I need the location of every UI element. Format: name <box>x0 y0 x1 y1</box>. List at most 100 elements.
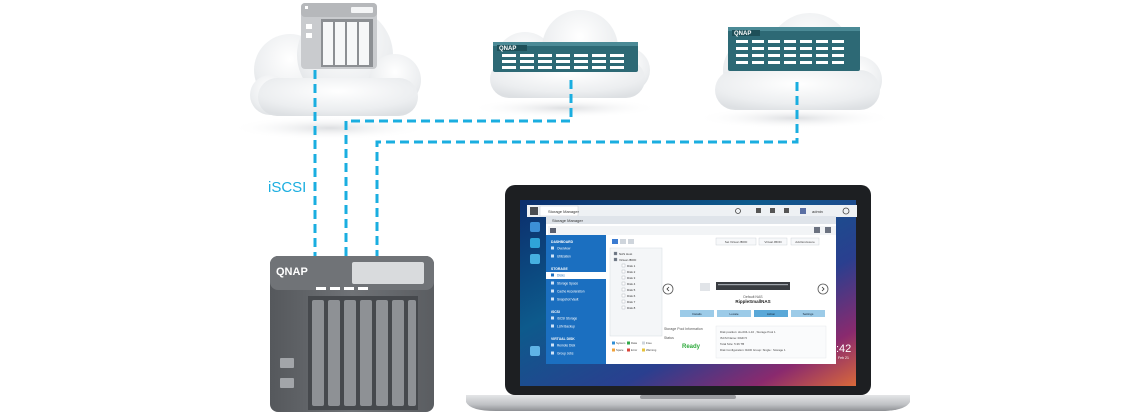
device-tab-label: Locate <box>729 312 738 316</box>
legend-item: Data <box>631 341 637 345</box>
sidebar-item[interactable]: Utilization <box>557 255 571 259</box>
help-icon[interactable] <box>825 227 831 233</box>
legend-item: Error <box>631 348 637 352</box>
sidebar-item[interactable]: Snapshot Vault <box>557 298 578 302</box>
next-arrow[interactable] <box>817 283 829 295</box>
tree-item[interactable]: Disk 4 <box>627 282 636 286</box>
sidebar-item[interactable]: iSCSI Storage <box>557 317 577 321</box>
view-toggle[interactable] <box>628 239 634 244</box>
status-value: Ready <box>682 344 701 350</box>
toolbar-button[interactable] <box>758 237 788 246</box>
notification-icon <box>770 208 775 213</box>
tree-item-icon <box>613 257 618 262</box>
tree-item[interactable]: Disk 1 <box>627 264 636 268</box>
clock-icon <box>842 207 850 215</box>
sidebar-item[interactable]: LUN Backup <box>557 325 575 329</box>
tree-item-icon <box>621 299 626 304</box>
laptop-base <box>466 395 910 411</box>
sidebar-item-icon <box>551 324 554 328</box>
device-tab-label: Settings <box>803 312 814 316</box>
legend-item: Warning <box>646 348 657 352</box>
rack-device-image <box>716 282 790 290</box>
admin-label: admin <box>812 209 823 214</box>
sidebar-item[interactable]: Disks <box>557 274 565 278</box>
sidebar-item-icon <box>551 297 554 301</box>
tree-item-icon <box>621 275 626 280</box>
tree-item[interactable]: Virtual JBOD <box>619 258 637 262</box>
legend-swatch <box>612 348 615 352</box>
sidebar-item-icon <box>551 343 554 347</box>
sidebar-item[interactable]: Remote Disk <box>557 344 576 348</box>
desktop-app-icon <box>530 222 540 232</box>
search-icon <box>735 208 741 214</box>
sidebar-item[interactable]: Group Jobs <box>557 352 574 356</box>
detail-line: Disk position: sls-004-1-10 , Storage Po… <box>720 330 776 334</box>
prev-arrow[interactable] <box>662 283 674 295</box>
tree-item[interactable]: NAS Host <box>619 252 632 256</box>
sidebar-section-title: VIRTUAL DISK <box>551 337 575 341</box>
clock-date: Feb 21 <box>838 356 849 360</box>
avatar <box>800 208 806 214</box>
device-label: Default NAS <box>743 295 763 299</box>
legend-item: Free <box>646 341 652 345</box>
device-tree <box>609 247 663 337</box>
legend-swatch <box>627 348 630 352</box>
sidebar-item-icon <box>551 316 554 320</box>
device-thumb <box>700 283 710 291</box>
local-tower-nas: QNAP <box>270 256 434 412</box>
device-tab[interactable] <box>754 310 788 317</box>
device-name: RippleSmallNAS <box>735 299 770 304</box>
detail-line: ISCSI Name: RAID 5 <box>720 336 747 340</box>
status-label: Status <box>664 336 674 340</box>
link-middle-cloud <box>344 80 573 258</box>
tree-item[interactable]: Disk 7 <box>627 300 636 304</box>
tree-item-icon <box>621 263 626 268</box>
tree-item-icon <box>621 269 626 274</box>
cloud-rack-nas-2: QNAP <box>728 27 860 71</box>
toolbar-button[interactable] <box>715 237 757 246</box>
window-title: Storage Manager <box>552 218 584 223</box>
detail-line: Total Size: 5.36 TB <box>720 342 744 346</box>
sidebar-item[interactable]: Storage Space <box>557 282 578 286</box>
sidebar-section-title: STORAGE <box>551 267 568 271</box>
cloud-rack-nas-1: QNAP <box>493 42 638 72</box>
legend-item: System <box>616 341 626 345</box>
iscsi-links <box>313 70 799 258</box>
sidebar-item[interactable]: Overview <box>557 247 571 251</box>
sidebar-item-icon <box>551 254 554 258</box>
view-toggle[interactable] <box>620 239 626 244</box>
toolbar-button-label: Add Enclosure <box>795 240 815 244</box>
toolbar-button[interactable] <box>790 237 820 246</box>
sidebar-item-icon <box>551 289 554 293</box>
sidebar-item-icon <box>551 351 554 355</box>
sidebar-section-title: iSCSI <box>551 310 560 314</box>
legend-swatch <box>612 341 615 345</box>
legend-swatch <box>627 341 630 345</box>
qnap-logo: QNAP <box>499 46 516 52</box>
sidebar-item[interactable]: Cache Acceleration <box>557 290 585 294</box>
iscsi-label: iSCSI <box>268 179 306 196</box>
link-right-cloud <box>375 82 799 258</box>
legend-swatch <box>642 348 645 352</box>
sidebar-section-title: DASHBOARD <box>551 240 574 244</box>
tree-item-icon <box>621 293 626 298</box>
refresh-icon[interactable] <box>814 227 820 233</box>
device-tab[interactable] <box>791 310 825 317</box>
desktop-app-icon <box>530 238 540 248</box>
tree-item-icon <box>621 287 626 292</box>
desktop-app-icon <box>530 346 540 356</box>
tree-item[interactable]: Disk 2 <box>627 270 636 274</box>
view-toggle[interactable] <box>612 239 618 244</box>
tree-item[interactable]: Disk 6 <box>627 294 636 298</box>
device-tab-label: Details <box>692 312 702 316</box>
sidebar-item-icon <box>551 281 554 285</box>
tree-item[interactable]: Disk 8 <box>627 306 636 310</box>
menu-icon <box>530 207 538 215</box>
device-tab[interactable] <box>680 310 714 317</box>
sidebar-item-icon <box>551 273 554 277</box>
tree-item[interactable]: Disk 3 <box>627 276 636 280</box>
tree-item[interactable]: Disk 5 <box>627 288 636 292</box>
device-tab[interactable] <box>717 310 751 317</box>
tree-item-icon <box>621 281 626 286</box>
